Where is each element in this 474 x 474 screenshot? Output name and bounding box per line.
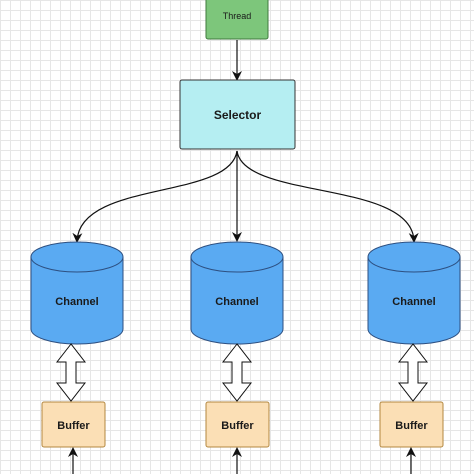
channel-label: Channel: [55, 296, 98, 308]
buffer-label: Buffer: [395, 420, 428, 432]
channel-buffer-double-arrow-3: [397, 343, 429, 402]
channel-top: [30, 241, 124, 273]
buffer-node-2[interactable]: Buffer: [205, 401, 270, 448]
buffer-label: Buffer: [57, 420, 90, 432]
selector-label: Selector: [214, 108, 262, 122]
channel-label: Channel: [215, 296, 258, 308]
selector-to-channel-3-arrow: [236, 150, 419, 243]
selector-to-channel-1-arrow: [72, 150, 238, 243]
channel-node-1[interactable]: Channel: [30, 241, 124, 345]
channel-body: [367, 257, 461, 345]
buffer-node-1[interactable]: Buffer: [41, 401, 106, 448]
thread-label: Thread: [223, 11, 252, 21]
thread-node[interactable]: Thread: [205, 0, 269, 40]
selector-node[interactable]: Selector: [179, 79, 296, 150]
buffer-node-3[interactable]: Buffer: [379, 401, 444, 448]
channel-body: [30, 257, 124, 345]
channel-buffer-double-arrow-2: [221, 343, 253, 402]
channel-node-2[interactable]: Channel: [190, 241, 284, 345]
channel-label: Channel: [392, 296, 435, 308]
selector-box: [179, 79, 296, 150]
buffer-label: Buffer: [221, 420, 254, 432]
channel-buffer-double-arrow-1: [55, 343, 87, 402]
channel-node-3[interactable]: Channel: [367, 241, 461, 345]
thread-box: [205, 0, 269, 40]
channel-top: [367, 241, 461, 273]
channel-top: [190, 241, 284, 273]
